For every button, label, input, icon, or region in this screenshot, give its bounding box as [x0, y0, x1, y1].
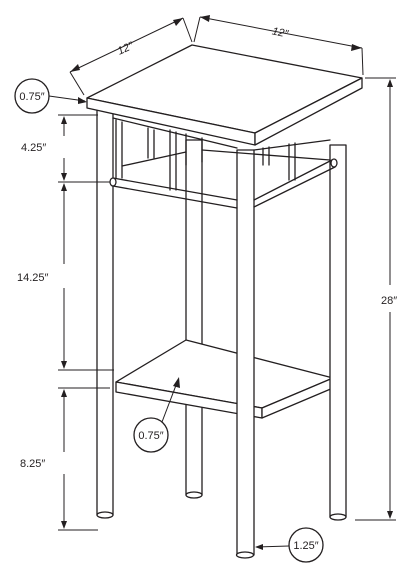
dim-width-top [193, 15, 364, 76]
dim-shelf-thickness [133, 377, 180, 453]
label-middle-gap: 14.25″ [17, 272, 49, 284]
label-total-height: 28″ [381, 295, 397, 307]
dim-leg-diameter [255, 527, 324, 563]
front-right-leg [235, 149, 255, 559]
label-depth-top: 12″ [116, 40, 137, 58]
label-leg-diameter: 1.25″ [293, 540, 318, 552]
dim-middle [58, 183, 114, 371]
right-back-leg [329, 144, 347, 521]
label-apron-height: 4.25″ [21, 142, 46, 154]
label-top-thickness: 0.75″ [19, 91, 44, 103]
dim-total-height [355, 77, 396, 521]
front-left-leg [96, 104, 114, 519]
apron-frame [109, 117, 338, 209]
label-width-top: 12″ [271, 25, 290, 40]
dim-apron [58, 114, 110, 183]
label-shelf-thickness: 0.75″ [138, 430, 163, 442]
label-lower-gap: 8.25″ [20, 458, 45, 470]
lower-shelf [115, 339, 334, 419]
dim-top-thickness [14, 78, 87, 114]
table-top [86, 44, 363, 146]
dim-lower [58, 387, 110, 531]
dim-depth-top [69, 17, 193, 96]
